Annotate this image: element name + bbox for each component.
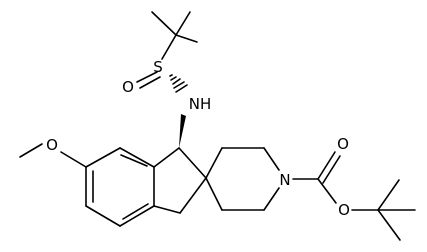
carbonyl-oxygen-atom: O	[337, 135, 349, 153]
methoxy-oxygen-atom: O	[46, 136, 58, 154]
amine-nh-atom: NH	[189, 95, 212, 113]
bond	[119, 205, 155, 227]
sulfur-atom: S	[153, 58, 163, 76]
cyclopentane-ring	[153, 147, 207, 214]
bond	[122, 203, 149, 220]
sulfinyl-oxygen-atom: O	[122, 78, 134, 96]
bond	[19, 143, 43, 158]
boc-group	[292, 151, 416, 241]
tert-butyl-sulfinyl-group	[136, 11, 198, 93]
bond	[136, 71, 158, 83]
methoxy-group	[19, 143, 87, 168]
bond	[263, 147, 280, 171]
piperidine-nitrogen-atom: N	[279, 171, 290, 189]
bond	[153, 147, 180, 168]
bond	[161, 34, 177, 60]
bond	[377, 179, 400, 211]
bond	[151, 11, 177, 36]
bond	[139, 76, 161, 89]
bond	[60, 151, 87, 168]
bond	[377, 209, 401, 241]
bond	[205, 147, 223, 179]
bond	[263, 187, 280, 211]
bond	[205, 177, 223, 211]
bond	[85, 147, 121, 168]
bond	[119, 147, 155, 168]
bond	[317, 178, 337, 204]
bond	[85, 205, 121, 227]
bond	[179, 177, 207, 214]
bond	[175, 11, 191, 36]
hashed-stereo-bond	[169, 74, 188, 93]
benzene-ring	[85, 147, 155, 227]
atom-labels: S O NH O N O O	[46, 58, 350, 219]
piperidine-ring	[205, 147, 280, 211]
ester-oxygen-atom: O	[338, 201, 350, 219]
bond	[153, 205, 181, 214]
bond	[322, 155, 341, 184]
bond	[317, 151, 336, 180]
bond	[178, 147, 207, 179]
bond	[120, 154, 148, 167]
wedge-stereo-bond	[179, 114, 186, 148]
bond	[175, 34, 198, 43]
